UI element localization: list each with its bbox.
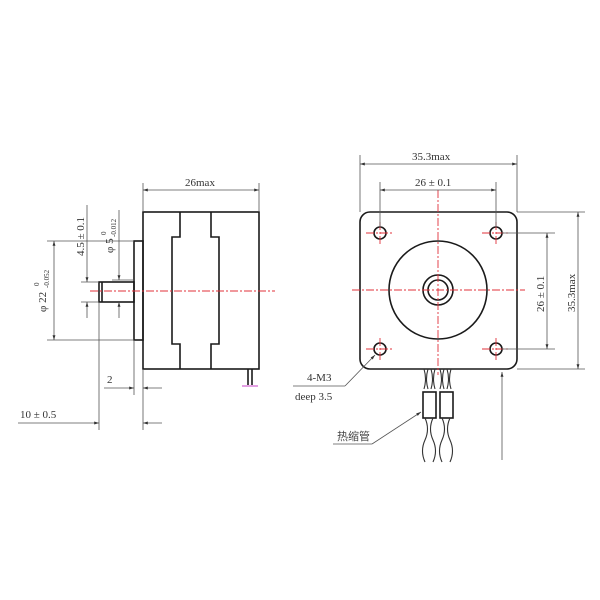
dim-width-total: 35.3max xyxy=(412,151,451,163)
dim-boss-diameter: φ 22 xyxy=(37,292,49,312)
front-view: 35.3max 26 ± 0.1 26 ± 0.1 35.3max 4- xyxy=(293,151,585,463)
dim-height-total: 35.3max xyxy=(566,273,578,312)
dim-boss-depth: 2 xyxy=(107,374,113,386)
dim-shaft-tol-upper: 0 xyxy=(100,231,108,235)
label-hole-depth: deep 3.5 xyxy=(295,391,333,403)
motor-face xyxy=(359,211,518,370)
lead-wires xyxy=(421,368,454,463)
heat-shrink-tube-1 xyxy=(422,391,437,419)
boss-circle xyxy=(388,240,488,340)
dim-boss-tol-upper: 0 xyxy=(33,282,41,286)
shaft xyxy=(98,281,135,303)
motor-body-side xyxy=(142,211,260,370)
dim-hole-spacing-v: 26 ± 0.1 xyxy=(535,276,547,312)
dim-shaft-length: 10 ± 0.5 xyxy=(20,409,57,421)
dim-flat-height: 4.5 ± 0.1 xyxy=(75,217,87,256)
mount-hole-bl xyxy=(366,338,394,360)
side-view: 26max 2 10 ± 0.5 φ 22 0 -0.052 4.5 ± 0.1 xyxy=(18,177,275,430)
dim-shaft-tol-lower: -0.012 xyxy=(110,218,118,237)
heat-shrink-tube-2 xyxy=(439,391,454,419)
dim-body-length: 26max xyxy=(185,177,215,189)
stator-outline xyxy=(171,212,220,369)
boss-flange xyxy=(133,240,144,341)
label-heat-shrink: 热缩管 xyxy=(337,429,370,443)
dim-boss-tol-lower: -0.052 xyxy=(43,269,51,288)
dim-hole-spacing-h: 26 ± 0.1 xyxy=(415,177,451,189)
label-mount-holes: 4-M3 xyxy=(307,372,332,384)
dim-shaft-diameter: φ 5 xyxy=(104,238,116,253)
